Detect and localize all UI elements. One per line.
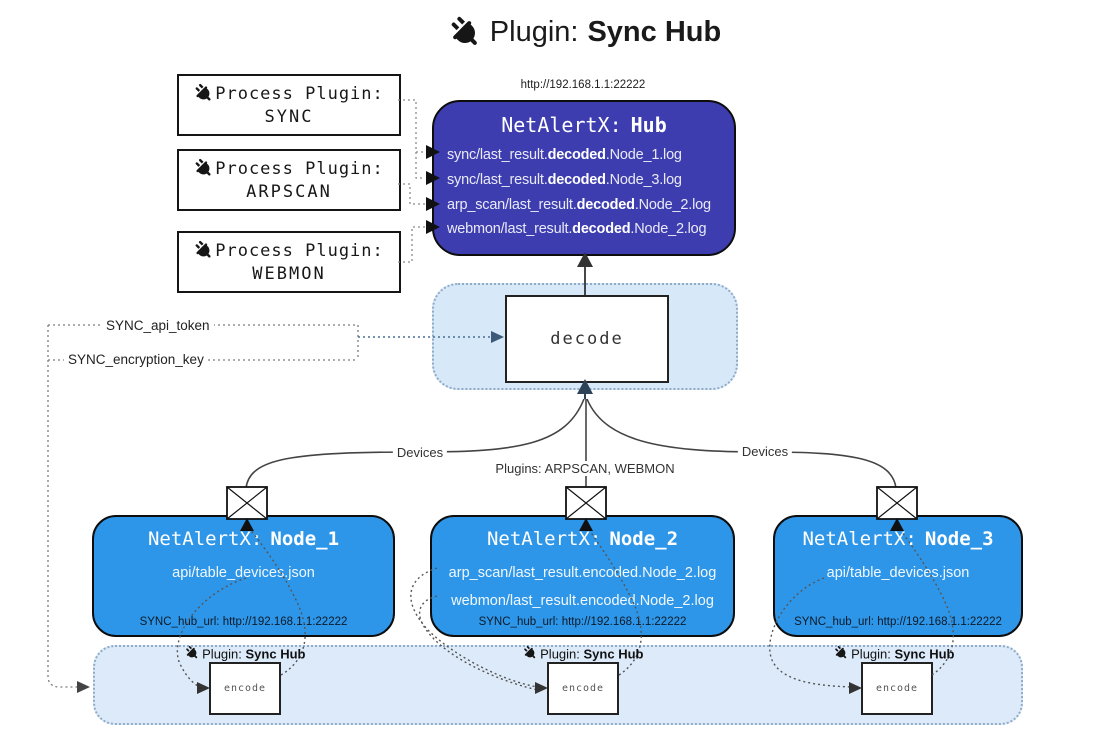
process-plugin-label: Process Plugin: <box>215 83 384 104</box>
node-hub-url: SYNC_hub_url: http://192.168.1.1:22222 <box>478 616 687 628</box>
process-plugin-webmon: Process Plugin: WEBMON <box>177 231 401 293</box>
encode-plugin-label: Plugin: Sync Hub <box>473 645 693 661</box>
node-file: api/table_devices.json <box>172 565 315 581</box>
node-file: webmon/last_result.encoded.Node_2.log <box>451 593 714 609</box>
process-plugin-label: Process Plugin: <box>215 158 384 179</box>
process-plugin-name: SYNC <box>264 106 314 127</box>
node-title: NetAlertX:Node_3 <box>802 528 994 550</box>
sync-encryption-key-label: SYNC_encryption_key <box>64 352 208 367</box>
plugins-edge-label: Plugins: ARPSCAN, WEBMON <box>491 461 679 476</box>
hub-log-line: sync/last_result.decoded.Node_3.log <box>447 172 682 188</box>
encode-box: encode <box>209 662 281 715</box>
plug-icon <box>195 83 211 101</box>
decode-box: decode <box>505 295 669 383</box>
hub-log-line: arp_scan/last_result.decoded.Node_2.log <box>447 197 711 213</box>
plug-icon <box>523 645 535 659</box>
plug-icon <box>451 16 477 45</box>
page-title: Plugin:Sync Hub <box>53 16 1117 49</box>
plug-icon <box>834 645 846 659</box>
node-1-box: NetAlertX:Node_1 api/table_devices.json … <box>92 515 395 637</box>
plug-icon <box>195 158 211 176</box>
node-file: api/table_devices.json <box>826 565 970 581</box>
title-prefix: Plugin: <box>489 16 579 48</box>
hub-title: NetAlertX: Hub <box>434 113 734 137</box>
node-3-box: NetAlertX:Node_3 api/table_devices.json … <box>773 515 1023 637</box>
encode-box: encode <box>861 662 933 715</box>
node-title: NetAlertX:Node_1 <box>147 528 340 550</box>
encode-box: encode <box>547 662 619 715</box>
process-plugin-sync: Process Plugin: SYNC <box>177 74 401 136</box>
encode-plugin-label: Plugin: Sync Hub <box>135 645 355 661</box>
process-plugin-arpscan: Process Plugin: ARPSCAN <box>177 149 401 211</box>
sync-api-token-label: SYNC_api_token <box>102 318 214 333</box>
devices-edge-label-left: Devices <box>392 445 448 460</box>
node-hub-url: SYNC_hub_url: http://192.168.1.1:22222 <box>794 616 1002 628</box>
hub-title-name: Hub <box>630 113 667 137</box>
node-hub-url: SYNC_hub_url: http://192.168.1.1:22222 <box>139 616 348 628</box>
plug-icon <box>185 645 197 659</box>
hub-log-line: sync/last_result.decoded.Node_1.log <box>447 147 682 163</box>
band-arrowhead <box>77 681 90 693</box>
hub-title-prefix: NetAlertX: <box>501 113 622 137</box>
node-title: NetAlertX:Node_2 <box>486 528 679 550</box>
hub-url-label: http://192.168.1.1:22222 <box>520 79 646 91</box>
title-name: Sync Hub <box>587 16 722 48</box>
devices-edge-label-right: Devices <box>737 444 793 459</box>
process-plugin-name: WEBMON <box>252 263 326 284</box>
plug-icon <box>195 240 211 258</box>
hub-box: NetAlertX: Hub sync/last_result.decoded.N… <box>432 100 736 256</box>
encode-plugin-label: Plugin: Sync Hub <box>784 645 1004 661</box>
plugin-to-hub-connectors <box>398 99 425 263</box>
hub-log-line: webmon/last_result.decoded.Node_2.log <box>447 221 707 237</box>
process-plugin-label: Process Plugin: <box>215 240 384 261</box>
node-file: arp_scan/last_result.encoded.Node_2.log <box>448 565 717 581</box>
node-2-box: NetAlertX:Node_2 arp_scan/last_result.en… <box>430 515 735 637</box>
process-plugin-name: ARPSCAN <box>246 181 332 202</box>
